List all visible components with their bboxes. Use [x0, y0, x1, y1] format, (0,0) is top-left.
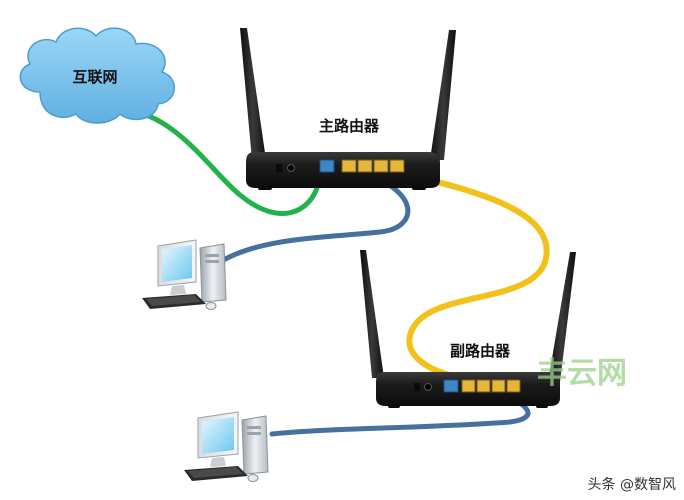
lan-cable-upper: [217, 169, 411, 265]
main-router-lan-port: [357, 159, 373, 173]
main-router-antenna-right: [430, 30, 456, 160]
credit-text: 头条 @数智风: [588, 476, 676, 493]
main-router-lan-port: [341, 159, 357, 173]
main-router-wan-port: [319, 159, 335, 173]
secondary-router-antenna-right: [548, 252, 576, 382]
desktop-computer-icon: [184, 411, 269, 482]
lan-cable-lower: [269, 389, 531, 437]
main-router-antenna-left: [240, 28, 266, 160]
desktop-computer-icon: [142, 239, 227, 310]
secondary-router-wan-port: [443, 379, 459, 393]
main-router: 主路由器: [240, 28, 456, 190]
main-router-lan-port: [373, 159, 389, 173]
router-icon: [246, 152, 440, 190]
main-router-lan-port: [389, 159, 405, 173]
secondary-router: 副路由器: [360, 250, 576, 408]
secondary-router-antenna-left: [360, 250, 384, 378]
main-router-label: 主路由器: [319, 117, 380, 135]
secondary-router-lan-port: [491, 379, 506, 393]
secondary-router-lan-port: [506, 379, 521, 393]
secondary-router-label: 副路由器: [450, 342, 511, 360]
secondary-router-lan-port: [476, 379, 491, 393]
cloud-icon: 互联网: [19, 27, 175, 124]
secondary-router-lan-port: [461, 379, 476, 393]
bridge-cable: [395, 169, 550, 381]
router-icon: [376, 372, 560, 408]
internet-label: 互联网: [72, 68, 117, 86]
watermark-text: 丰云网: [537, 356, 627, 391]
